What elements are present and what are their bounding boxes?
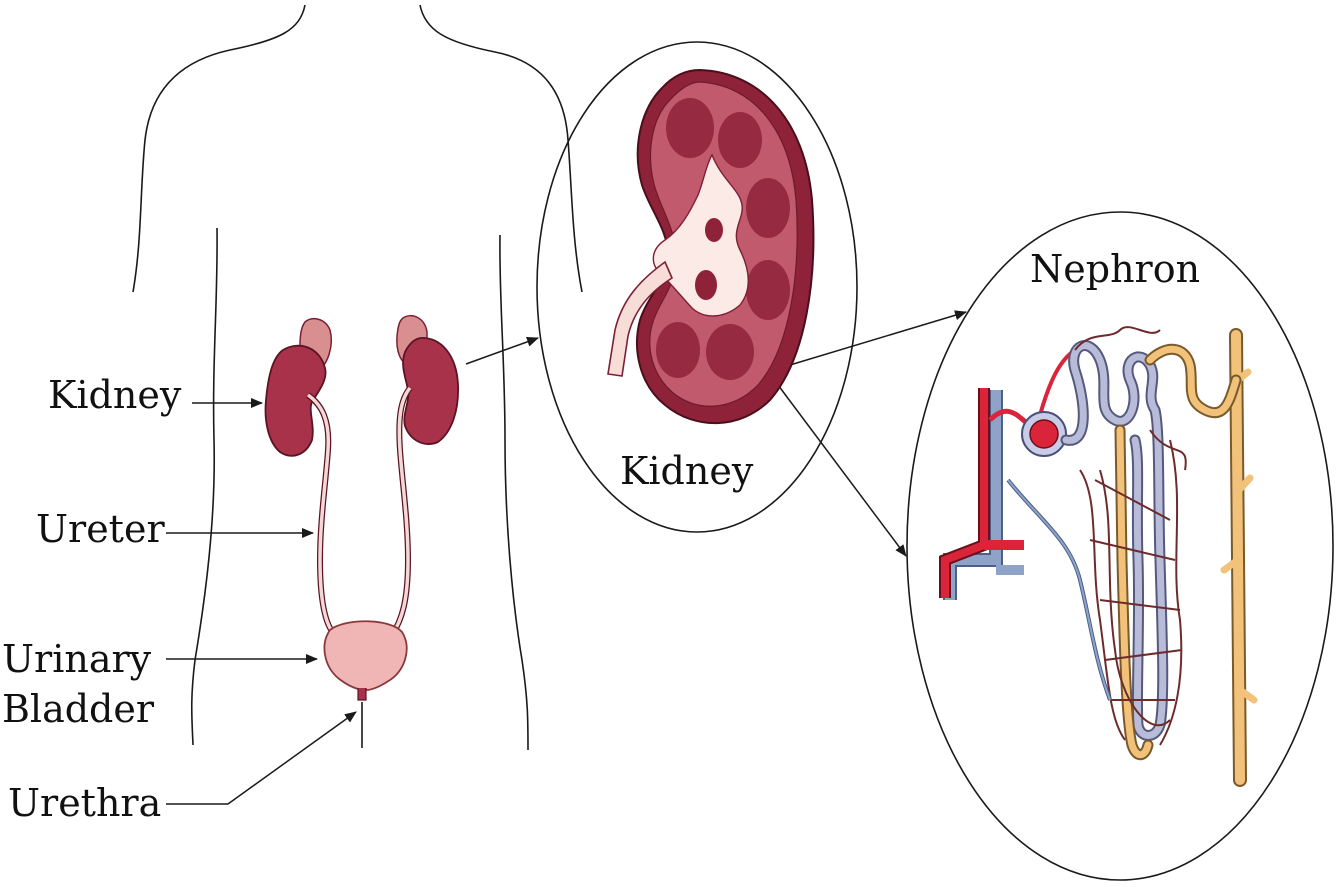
kidney-pair	[266, 316, 459, 700]
kidney-zoom-panel: Kidney	[537, 42, 857, 532]
kidney-icon	[397, 316, 458, 444]
ureter-pair	[308, 388, 410, 635]
arrow-to-nephron-bottom	[778, 385, 906, 556]
label-kidney: Kidney	[48, 373, 182, 417]
label-ureter: Ureter	[36, 507, 165, 551]
label-urethra: Urethra	[8, 781, 161, 825]
label-bladder: Bladder	[2, 687, 155, 731]
label-kidney-zoom: Kidney	[620, 449, 754, 493]
kidney-icon	[266, 319, 332, 456]
kidney-cross-section-icon	[608, 70, 813, 423]
arrow-to-nephron-top	[790, 312, 966, 365]
label-nephron: Nephron	[1030, 247, 1200, 291]
bladder-icon	[324, 621, 406, 700]
nephron-panel: Nephron	[907, 212, 1333, 880]
left-labels: Kidney Ureter Urinary Bladder Urethra	[2, 373, 182, 825]
label-urinary: Urinary	[2, 637, 152, 681]
nephron-icon	[945, 327, 1254, 780]
arrow-urethra	[166, 712, 356, 804]
